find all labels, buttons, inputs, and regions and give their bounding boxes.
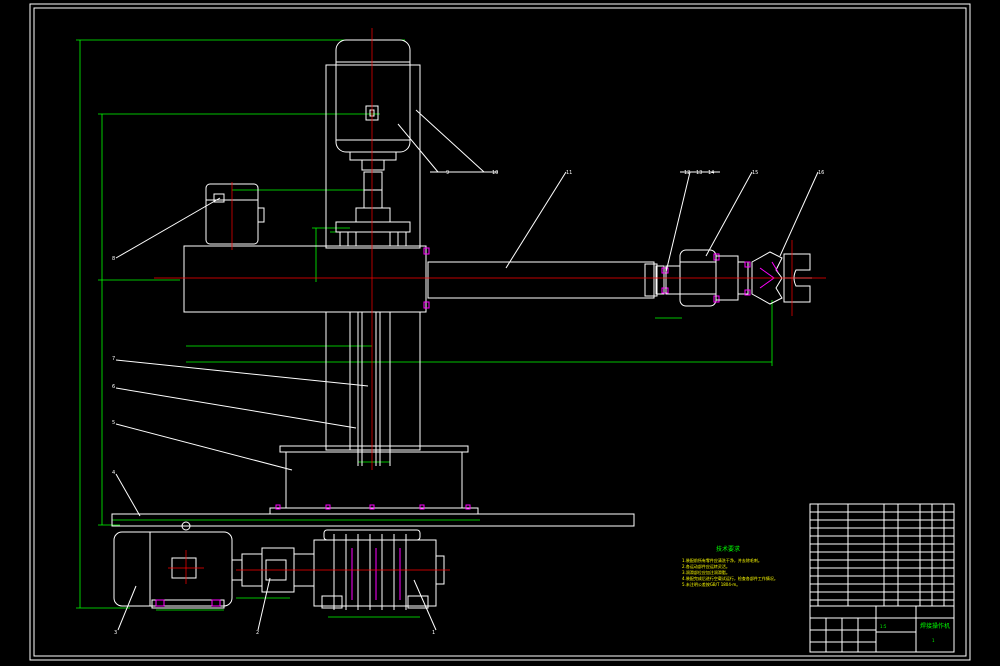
part-label: 12 bbox=[684, 170, 690, 176]
reducer bbox=[313, 529, 445, 610]
notes-line: 4.装配完成后进行空载试运行，检查各部件工作情况。 bbox=[682, 575, 778, 581]
small-motor bbox=[205, 183, 265, 245]
sheet-outer-border bbox=[29, 3, 971, 661]
notes-line: 5.未注明公差按GB/T 1804-m。 bbox=[682, 581, 740, 587]
part-label: 4 bbox=[112, 470, 115, 476]
center-lines bbox=[154, 28, 826, 584]
sheet-inner-border bbox=[33, 7, 967, 657]
notes-line: 2.各运动部件应运转灵活。 bbox=[682, 563, 730, 569]
top-motor bbox=[335, 39, 411, 171]
part-label: 1 bbox=[432, 630, 435, 636]
part-label: 8 bbox=[112, 256, 115, 262]
part-label: 5 bbox=[112, 420, 115, 426]
drawing-scale: 1:5 bbox=[880, 624, 887, 629]
part-number-labels: 1 2 3 4 5 6 7 8 9 10 11 12 13 14 15 16 bbox=[112, 170, 824, 636]
title-block bbox=[809, 503, 955, 653]
base-housing bbox=[269, 445, 479, 515]
part-label: 13 bbox=[696, 170, 702, 176]
column-upper bbox=[325, 64, 421, 249]
part-label: 16 bbox=[818, 170, 824, 176]
notes-line: 3.润滑部位应加注润滑脂。 bbox=[682, 569, 730, 575]
technical-notes: 技术要求 1.装配前所有零件应清洗干净，并去除毛刺。 2.各运动部件应运转灵活。… bbox=[682, 545, 778, 587]
base-plate bbox=[111, 513, 635, 527]
notes-title: 技术要求 bbox=[716, 545, 740, 553]
part-label: 3 bbox=[114, 630, 117, 636]
arm-housing bbox=[183, 245, 430, 313]
part-label: 15 bbox=[752, 170, 758, 176]
drive-motor bbox=[113, 521, 233, 609]
part-label: 6 bbox=[112, 384, 115, 390]
drawing-title: 焊接操作机 bbox=[920, 622, 950, 630]
leader-lines bbox=[115, 109, 819, 631]
dimension-lines bbox=[76, 39, 773, 618]
drawing-sheet: 1 bbox=[932, 638, 935, 643]
part-label: 11 bbox=[566, 170, 572, 176]
lifting-column bbox=[325, 311, 421, 466]
part-label: 9 bbox=[446, 170, 449, 176]
part-label: 7 bbox=[112, 356, 115, 362]
part-label: 14 bbox=[708, 170, 714, 176]
notes-line: 1.装配前所有零件应清洗干净，并去除毛刺。 bbox=[682, 557, 762, 563]
part-label: 2 bbox=[256, 630, 259, 636]
vertical-coupling bbox=[335, 171, 411, 247]
part-label: 10 bbox=[492, 170, 498, 176]
title-block-text: 焊接操作机 1:5 1 bbox=[880, 622, 950, 643]
